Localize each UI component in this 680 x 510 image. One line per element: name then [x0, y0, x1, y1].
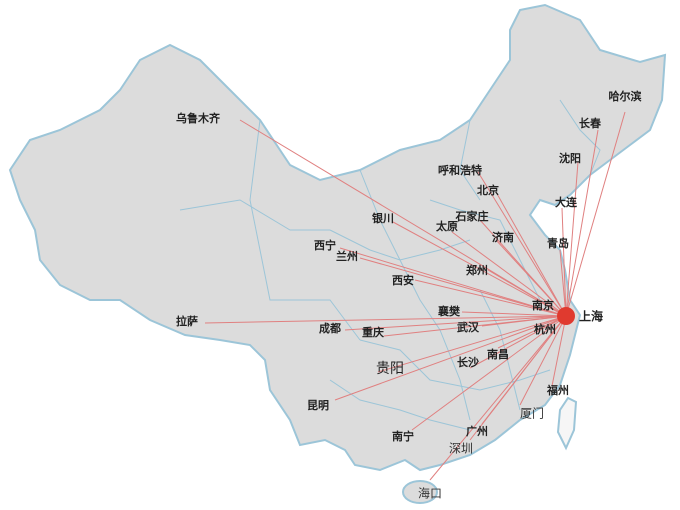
- route-line: [429, 315, 567, 481]
- city-label: 太原: [436, 220, 458, 233]
- city-label: 南昌: [487, 348, 509, 361]
- route-line: [392, 221, 567, 317]
- city-label: 南京: [532, 299, 554, 312]
- city-label: 呼和浩特: [438, 164, 482, 177]
- mainland-outline: [8, 3, 667, 472]
- city-label: 重庆: [362, 326, 384, 339]
- route-line: [477, 171, 567, 317]
- route-line: [339, 247, 567, 317]
- city-label: 昆明: [307, 399, 329, 412]
- city-label: 青岛: [547, 237, 569, 250]
- taiwan-island: [556, 396, 578, 451]
- city-label: 郑州: [466, 264, 488, 277]
- city-label: 沈阳: [559, 152, 581, 165]
- route-line: [565, 129, 599, 317]
- city-label: 济南: [492, 231, 514, 244]
- route-line: [565, 111, 626, 317]
- route-line: [495, 239, 567, 317]
- city-label: 海口: [417, 486, 443, 501]
- route-line: [469, 315, 567, 369]
- city-label: 南宁: [392, 430, 414, 443]
- china-landmass: [8, 3, 667, 504]
- city-label: 北京: [477, 184, 499, 197]
- route-line: [461, 311, 567, 317]
- route-line: [469, 315, 567, 441]
- route-line: [359, 257, 567, 317]
- city-label: 长春: [579, 117, 601, 130]
- city-label: 银川: [372, 212, 394, 225]
- city-label: 石家庄: [455, 210, 489, 223]
- route-line: [495, 191, 567, 317]
- city-label-hub: 上海: [578, 309, 604, 324]
- city-label: 杭州: [534, 323, 556, 336]
- hub-marker-shanghai: [557, 307, 575, 325]
- city-label: 厦门: [519, 406, 545, 421]
- route-line: [377, 315, 567, 373]
- city-label: 襄樊: [438, 305, 460, 318]
- city-label: 贵阳: [376, 361, 404, 377]
- route-line: [519, 315, 567, 406]
- city-label: 武汉: [457, 321, 479, 334]
- route-line: [561, 207, 567, 317]
- city-label: 西宁: [314, 239, 336, 252]
- hainan-island: [402, 480, 438, 504]
- route-line: [383, 315, 567, 337]
- route-line: [497, 315, 567, 349]
- city-label: 成都: [319, 322, 341, 335]
- route-line: [414, 279, 567, 317]
- city-label: 长沙: [457, 356, 479, 369]
- city-label: 拉萨: [176, 315, 198, 328]
- city-label: 哈尔滨: [608, 90, 642, 103]
- city-label: 西安: [392, 274, 414, 287]
- route-line: [559, 249, 567, 317]
- route-line: [411, 315, 567, 431]
- city-label: 大连: [555, 196, 577, 209]
- route-line: [565, 161, 579, 317]
- route-lines: [204, 111, 626, 481]
- city-label: 深圳: [448, 441, 474, 456]
- route-line: [551, 315, 567, 387]
- route-line: [487, 269, 567, 317]
- route-line: [451, 231, 567, 317]
- route-line: [204, 315, 567, 324]
- city-label: 广州: [466, 425, 488, 438]
- city-label: 乌鲁木齐: [176, 112, 220, 125]
- city-label: 福州: [547, 384, 569, 397]
- city-label: 兰州: [336, 250, 358, 263]
- route-line: [344, 315, 567, 331]
- route-line: [334, 315, 567, 401]
- route-line: [239, 119, 567, 317]
